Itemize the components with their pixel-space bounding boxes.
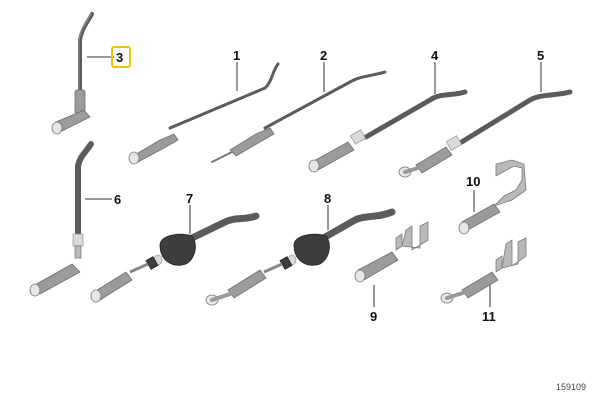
part-8[interactable]: 8 — [205, 191, 396, 306]
part-5[interactable]: 5 — [398, 48, 573, 178]
label-2[interactable]: 2 — [320, 48, 327, 63]
reference-number: 159109 — [555, 382, 586, 392]
label-10[interactable]: 10 — [466, 174, 480, 189]
label-11[interactable]: 11 — [482, 309, 496, 324]
part-1[interactable]: 1 — [128, 48, 280, 165]
part-7[interactable]: 7 — [90, 191, 260, 303]
label-8[interactable]: 8 — [324, 191, 331, 206]
label-1[interactable]: 1 — [233, 48, 240, 63]
label-3[interactable]: 3 — [116, 50, 123, 65]
label-7[interactable]: 7 — [186, 191, 193, 206]
part-9[interactable]: 9 — [354, 221, 429, 324]
part-2[interactable]: 2 — [211, 48, 387, 163]
part-10[interactable]: 10 — [458, 159, 527, 235]
label-5[interactable]: 5 — [537, 48, 544, 63]
label-6[interactable]: 6 — [114, 192, 121, 207]
part-11[interactable]: 11 — [440, 237, 527, 324]
part-6[interactable]: 6 — [29, 141, 121, 297]
label-4[interactable]: 4 — [431, 48, 439, 63]
label-9[interactable]: 9 — [370, 309, 377, 324]
part-4[interactable]: 4 — [308, 48, 468, 173]
part-3[interactable]: 3 — [51, 12, 131, 135]
